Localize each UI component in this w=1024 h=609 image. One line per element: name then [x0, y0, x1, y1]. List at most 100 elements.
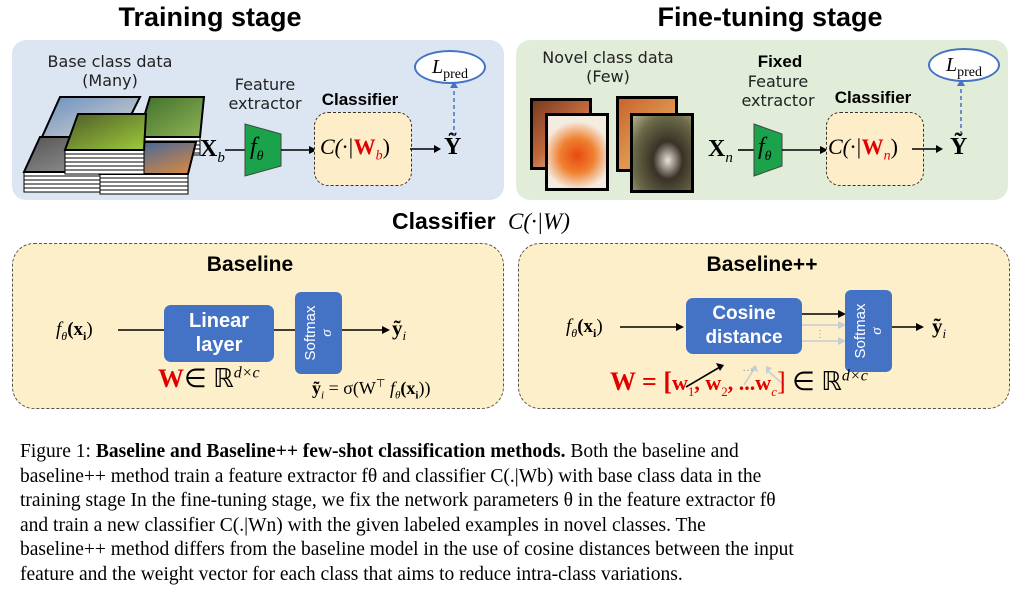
formula-arg: (x: [400, 378, 416, 398]
training-classifier-expr: C(·|Wb): [320, 134, 390, 164]
bpp-sigma-symbol: σ: [868, 327, 885, 335]
svg-text:⋮: ⋮: [815, 329, 825, 340]
w1-sub: 1: [687, 384, 695, 400]
formula-close: )): [418, 378, 431, 398]
f-sub: θ: [256, 148, 264, 164]
baselinepp-output: ỹi: [932, 314, 946, 342]
loss-sub: pred: [443, 67, 468, 82]
classifier-section-title: Classifier C(·|W): [392, 208, 570, 235]
ft-feature-label-line2: extractor: [741, 91, 815, 110]
finetune-feature-extractor-label: Feature extractor: [728, 72, 828, 110]
base-class-data-label: Base class data (Many): [30, 52, 190, 90]
training-f-theta: fθ: [250, 134, 264, 165]
weight-wb: W: [353, 134, 376, 159]
bpp-input-arg: (x: [577, 316, 594, 337]
ft-f-sub: θ: [764, 148, 772, 164]
loss-l: L: [431, 56, 444, 78]
baseline-title: Baseline: [206, 253, 294, 276]
bl-input-close: ): [86, 319, 93, 340]
finetune-classifier-label: Classifier: [834, 88, 912, 107]
bpp-input-f: f: [566, 316, 572, 337]
bl-output-y: ỹ: [392, 316, 403, 340]
feature-extractor-label: Feature extractor: [215, 75, 315, 113]
w1: w: [672, 370, 688, 395]
bl-input-sub: θ: [61, 328, 68, 343]
expr-suffix: ): [382, 134, 390, 159]
cosine-line1: Cosine: [712, 303, 776, 324]
formula-mid: = σ(W: [324, 378, 376, 398]
training-output-arrow: [410, 145, 441, 153]
base-class-data-line1: Base class data: [47, 52, 173, 71]
training-input-xb: Xb: [200, 136, 225, 167]
finetune-input-xn: Xn: [708, 136, 733, 167]
caption-line-3: training stage In the fine-tuning stage,…: [20, 490, 776, 511]
ft-f-symbol: f: [758, 134, 765, 160]
baseline-weight-expr: W∈ ℝd×c: [158, 364, 260, 394]
finetune-loss-ellipse: Lpred: [928, 48, 1000, 82]
linear-layer-line2: layer: [195, 334, 243, 356]
bpp-weight-lhs: W = [: [610, 367, 672, 396]
finetune-classifier-box: [826, 112, 924, 186]
ft-input-x: X: [708, 136, 726, 162]
ft-feature-extractor-trapezoid: [753, 123, 783, 177]
weight-sub: b: [375, 148, 383, 164]
baseline-output: ỹi: [392, 316, 406, 344]
w2: , w: [694, 370, 722, 395]
finetune-output-y: Ỹ: [950, 134, 968, 160]
baselinepp-input: fθ(xi): [566, 316, 603, 341]
caption-prefix: Figure 1:: [20, 441, 96, 462]
wc-sub: c: [771, 384, 777, 400]
novel-image-ferret-front: [630, 113, 694, 193]
linear-layer-block: Linear layer: [164, 305, 274, 362]
classifier-title-text: Classifier: [392, 208, 496, 234]
novel-image-crab-front: [545, 113, 609, 191]
bracket-close: ]: [776, 367, 786, 396]
bl-weight-w: W: [158, 364, 184, 393]
finetune-output-arrow: [912, 145, 943, 153]
baseline-flow-lines: [118, 326, 390, 334]
classifier-title-math: C(·|W): [508, 209, 570, 234]
ft-expr-suffix: ): [890, 134, 898, 159]
feature-label-line2: extractor: [228, 94, 302, 113]
bl-input-arg: (x: [67, 319, 84, 340]
sigma-symbol: σ: [318, 329, 335, 337]
caption-bold: Baseline and Baseline++ few-shot classif…: [95, 441, 566, 462]
expr-prefix: C(·|: [320, 134, 354, 159]
fixed-label: Fixed: [757, 52, 803, 71]
training-classifier-box: [314, 112, 412, 186]
bl-input-arg-sub: i: [83, 328, 87, 343]
wc: , ...w: [727, 370, 772, 395]
ft-weight-sub: n: [883, 148, 891, 164]
ft-loss-sub: pred: [957, 65, 982, 80]
formula-arg-sub: i: [415, 389, 419, 402]
baselinepp-flow-lines: ⋮: [620, 310, 924, 388]
input-x: X: [200, 136, 218, 162]
finetune-flow-graphics: [738, 123, 828, 177]
novel-class-data-line1: Novel class data: [542, 48, 674, 67]
novel-class-data-line2: (Few): [586, 67, 630, 86]
input-sub: b: [217, 149, 225, 166]
bpp-input-sub: θ: [571, 325, 578, 340]
weight-dots: …: [742, 360, 754, 374]
baselinepp-title: Baseline++: [706, 253, 818, 276]
feature-extractor-trapezoid: [244, 123, 282, 177]
caption-line-1: Figure 1: Baseline and Baseline++ few-sh…: [20, 440, 1020, 465]
training-stage-title: Training stage: [118, 2, 302, 32]
formula-lhs: ỹ: [312, 378, 321, 398]
feature-label-line1: Feature: [234, 75, 296, 94]
finetune-loss-dashed-arrow: [957, 79, 965, 134]
bl-output-sub: i: [402, 328, 407, 344]
w2-sub: 2: [721, 384, 728, 400]
bpp-weight-W: W = [: [610, 367, 673, 396]
caption-line-6: feature and the weight vector for each c…: [20, 563, 683, 585]
softmax-label: Softmax: [301, 305, 319, 361]
linear-layer-line1: Linear: [188, 310, 250, 332]
weight-wn: W: [861, 134, 884, 159]
bl-input-f: f: [56, 319, 62, 340]
training-output-y: Ỹ: [444, 134, 462, 160]
training-loss-ellipse: Lpred: [414, 50, 486, 84]
bl-weight-sup: d×c: [233, 364, 260, 382]
formula-f-sub: θ: [395, 389, 401, 402]
bpp-weight-rest: ∈ ℝ: [785, 367, 842, 396]
bpp-input-arg-sub: i: [593, 325, 597, 340]
